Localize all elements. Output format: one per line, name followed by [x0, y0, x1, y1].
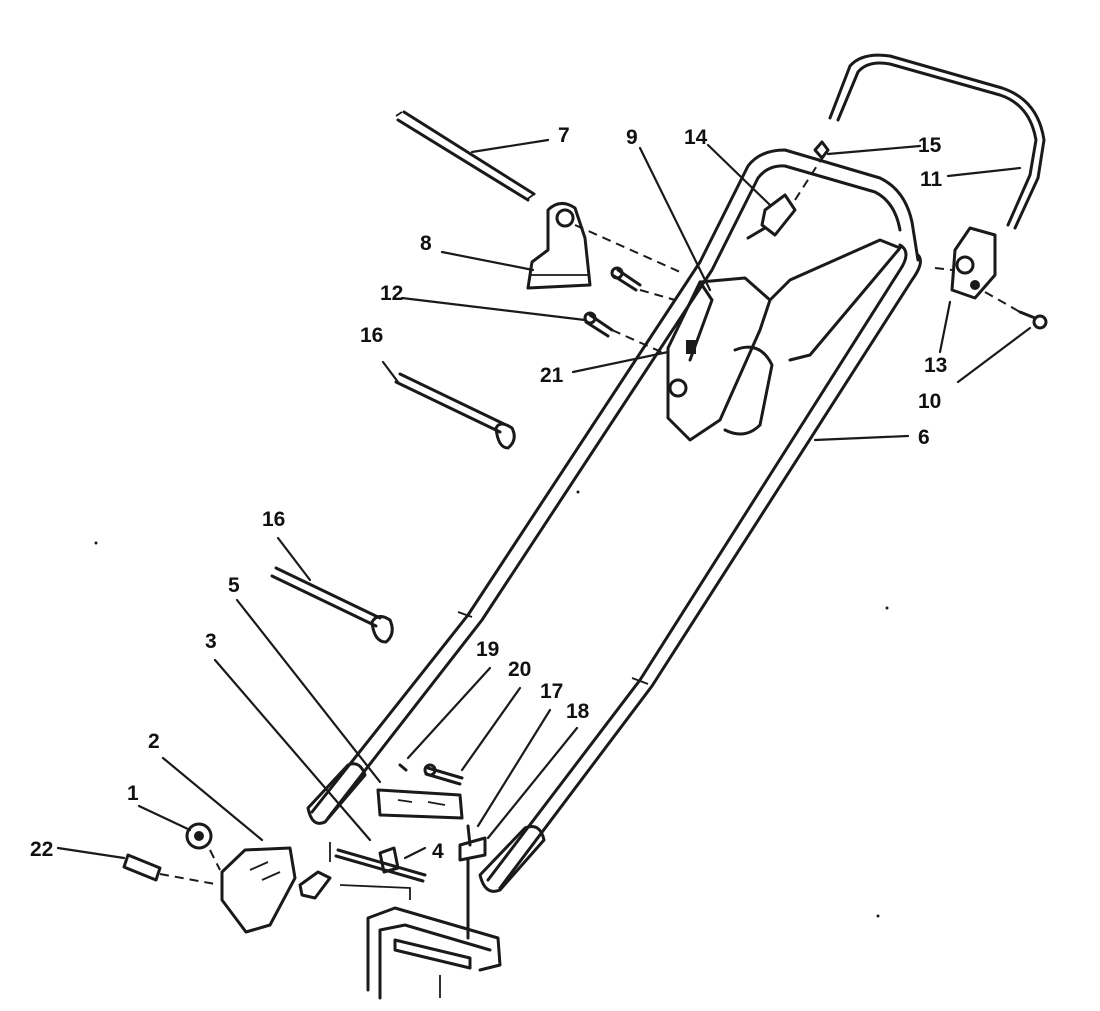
- nut-10: [1018, 310, 1048, 330]
- callout-8: 8: [420, 232, 432, 255]
- callout-5: 5: [228, 574, 240, 597]
- side-bracket-2: [220, 846, 332, 934]
- rod-16-upper: [394, 372, 516, 450]
- callout-11: 11: [920, 168, 943, 191]
- upper-handle: [828, 53, 1046, 230]
- rod-7: [395, 110, 536, 202]
- deck-stub: [339, 884, 502, 1000]
- callout-labels: 1 2 3 4 5 6 7 8 9 10 11 12 13 14 15 16 1…: [30, 124, 947, 863]
- clip-14: [746, 193, 797, 240]
- callout-2: 2: [148, 730, 160, 753]
- pin-15: [813, 140, 830, 160]
- callout-20: 20: [508, 658, 531, 681]
- callout-21: 21: [540, 364, 564, 387]
- callout-6: 6: [918, 426, 930, 449]
- washer-1: [185, 822, 213, 850]
- knob-13: [950, 226, 997, 300]
- bolt-22: [122, 853, 162, 882]
- clip-18: [458, 836, 487, 940]
- callout-15: 15: [918, 134, 942, 157]
- bracket-5: [376, 788, 464, 820]
- bracket-8: [526, 202, 592, 290]
- callout-14: 14: [684, 126, 708, 149]
- leader-lines: [56, 138, 1032, 860]
- callout-22: 22: [30, 838, 53, 861]
- rod-16-lower: [270, 566, 394, 644]
- callout-7: 7: [558, 124, 570, 147]
- callout-19: 19: [476, 638, 499, 661]
- callout-3: 3: [205, 630, 217, 653]
- screw-20: [423, 763, 464, 786]
- bolt-3: [329, 842, 427, 883]
- lower-handle-frame: [306, 148, 922, 893]
- screw-12: [583, 311, 614, 338]
- screw-19: [398, 763, 408, 772]
- callout-13: 13: [924, 354, 947, 377]
- callout-9: 9: [626, 126, 638, 149]
- callout-16-lower: 16: [262, 508, 285, 531]
- callout-4: 4: [432, 840, 444, 863]
- screw-upper: [610, 266, 642, 292]
- callout-17: 17: [540, 680, 563, 703]
- spacer-4: [378, 846, 400, 874]
- switch-box: [666, 238, 902, 442]
- callout-16-upper: 16: [360, 324, 383, 347]
- callout-1: 1: [127, 782, 139, 805]
- callout-12: 12: [380, 282, 403, 305]
- callout-18: 18: [566, 700, 590, 723]
- callout-10: 10: [918, 390, 941, 413]
